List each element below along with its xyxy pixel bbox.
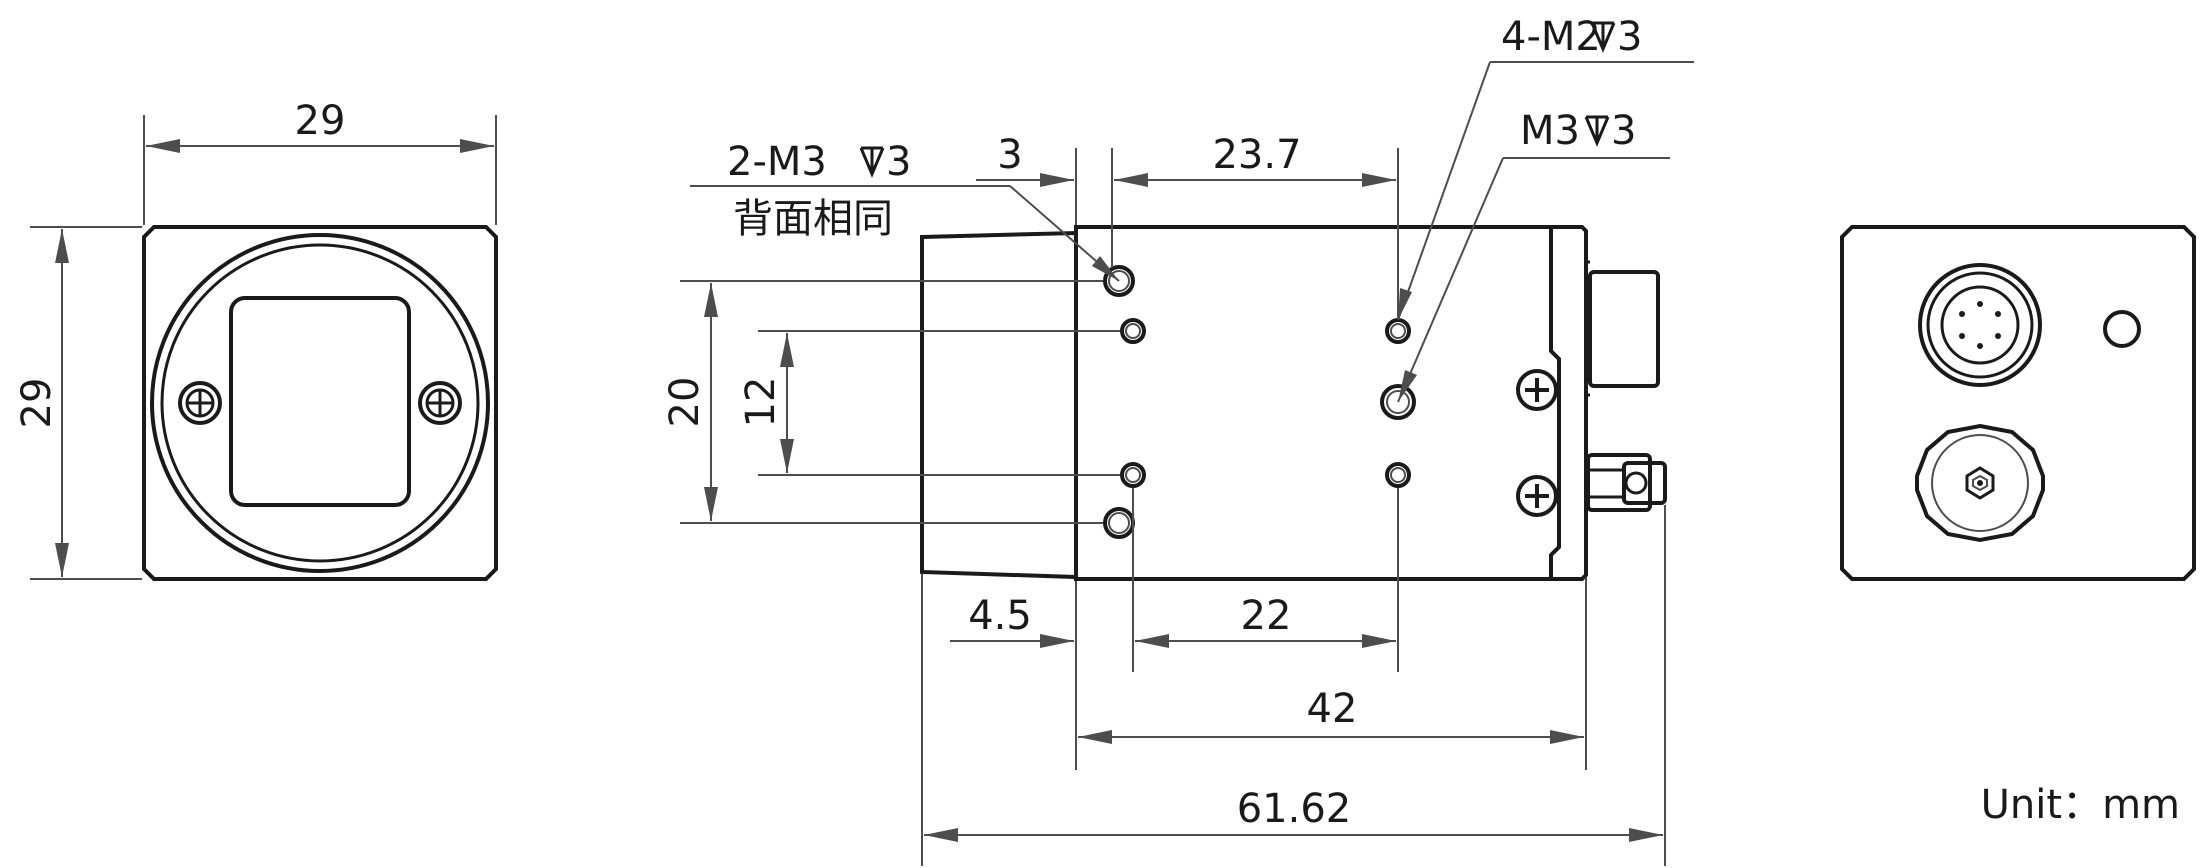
sensor-window (229, 296, 411, 507)
screw-right (418, 381, 462, 425)
dim-12: 12 (738, 377, 784, 428)
hole-note-1-sub: 背面相同 (733, 196, 893, 242)
locking-screw (1586, 453, 1667, 512)
dim-4-5: 4.5 (968, 593, 1032, 639)
front-body-outline (142, 225, 498, 581)
hole-m3-right (1380, 384, 1416, 420)
main-body-outline (1074, 225, 1561, 581)
front-section-outline (920, 230, 1078, 580)
hole-note-1-spec: 2-M3 (727, 139, 827, 185)
hole-note-1-depth: 3 (886, 139, 911, 185)
power-io-connector-icon (1918, 263, 2042, 387)
hole-m2-right-1 (1385, 318, 1411, 344)
side-screw-upper (1516, 369, 1558, 411)
dim-61-62: 61.62 (1237, 786, 1352, 832)
hole-m2-left-2 (1120, 462, 1146, 488)
hole-m3-top-left (1103, 265, 1135, 297)
dim-3: 3 (997, 132, 1022, 178)
hole-m2-left-1 (1120, 318, 1146, 344)
rear-body-outline (1840, 225, 2196, 581)
hole-note-3-depth: 3 (1611, 108, 1636, 154)
side-view: 2-M3 3 背面相同 4-M2 3 M3 3 3 23.7 (662, 14, 1694, 866)
hole-note-2-depth: 3 (1617, 14, 1642, 60)
lens-mount-outer (150, 233, 490, 573)
unit-label: Unit：mm (1981, 782, 2180, 828)
hole-note-3-spec: M3 (1520, 108, 1580, 154)
dim-23-7: 23.7 (1212, 132, 1301, 178)
status-led-icon (2103, 310, 2141, 348)
dim-22: 22 (1241, 593, 1292, 639)
front-view: 29 29 (14, 98, 498, 581)
hole-m3-bottom-left (1103, 507, 1135, 539)
dim-42: 42 (1307, 686, 1358, 732)
depth-symbol-icon (859, 146, 885, 176)
dim-front-width: 29 (295, 98, 346, 144)
connector-body (1588, 270, 1660, 388)
side-screw-lower (1516, 475, 1558, 517)
depth-symbol-icon (1584, 115, 1610, 145)
dim-front-height: 29 (14, 378, 60, 429)
data-connector-icon (1915, 423, 2045, 543)
lens-mount-inner (160, 243, 480, 563)
dim-20: 20 (662, 377, 708, 428)
screw-left (178, 381, 222, 425)
hole-m2-right-2 (1385, 462, 1411, 488)
hole-note-2-spec: 4-M2 (1501, 14, 1601, 60)
rear-view: Unit：mm (1840, 225, 2196, 828)
rear-plate-outline (1551, 225, 1588, 581)
